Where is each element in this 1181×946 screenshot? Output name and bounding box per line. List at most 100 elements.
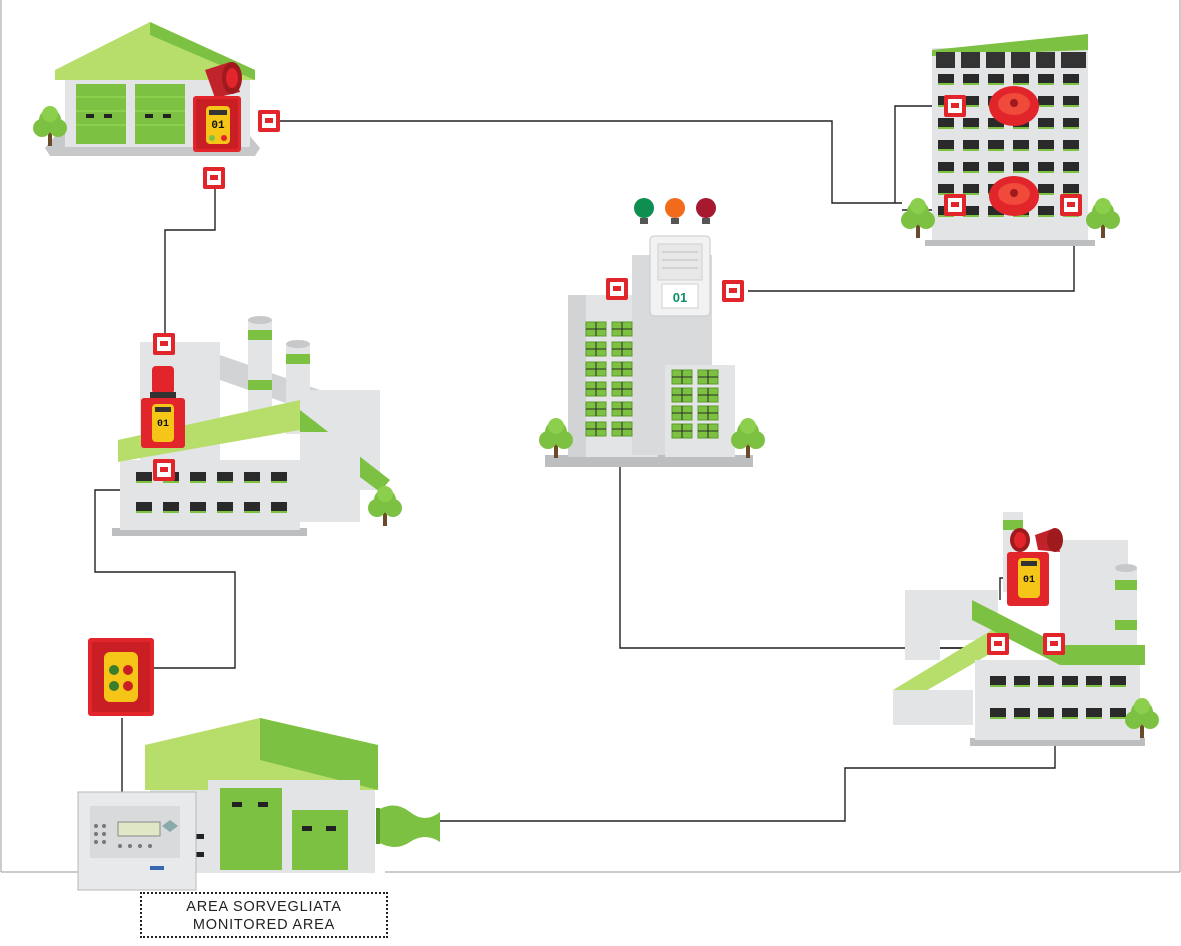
window — [671, 369, 693, 385]
window — [1062, 676, 1078, 687]
call-point-icon — [1043, 633, 1065, 655]
window — [697, 423, 719, 439]
office-building-center — [539, 255, 765, 467]
window — [938, 74, 954, 85]
window — [585, 321, 607, 337]
window — [1063, 96, 1079, 107]
window — [136, 502, 152, 513]
window — [1110, 708, 1126, 719]
window — [990, 708, 1006, 719]
beacon-icon — [634, 198, 716, 224]
window — [1038, 708, 1054, 719]
window — [938, 184, 954, 195]
panel-label: 01 — [1023, 575, 1035, 586]
panel-label: 01 — [673, 290, 687, 305]
window — [988, 140, 1004, 151]
monitored-area-legend: AREA SORVEGLIATA MONITORED AREA — [140, 892, 388, 938]
window — [1086, 676, 1102, 687]
panel-label: 01 — [157, 419, 169, 430]
call-point-icon — [722, 280, 744, 302]
window — [1038, 184, 1054, 195]
control-panel-icon — [77, 791, 197, 891]
window — [244, 502, 260, 513]
window — [938, 162, 954, 173]
window — [671, 405, 693, 421]
window — [1063, 184, 1079, 195]
bell-icon — [989, 176, 1039, 216]
flag-icon — [376, 805, 440, 847]
remote-station-box — [88, 638, 154, 716]
legend-line-italian: AREA SORVEGLIATA — [186, 899, 342, 915]
siren-icon — [205, 62, 242, 98]
window — [163, 502, 179, 513]
window — [271, 502, 287, 513]
siren-icon — [1010, 528, 1063, 552]
call-point-icon — [203, 167, 225, 189]
window — [697, 369, 719, 385]
window — [585, 401, 607, 417]
window — [1014, 676, 1030, 687]
window — [585, 341, 607, 357]
call-point-icon — [987, 633, 1009, 655]
call-point-icon — [1060, 194, 1082, 216]
tree-icon — [539, 418, 573, 458]
call-point-icon — [606, 278, 628, 300]
window — [1013, 74, 1029, 85]
window — [697, 405, 719, 421]
window — [585, 381, 607, 397]
tree-icon — [901, 198, 935, 238]
call-point-icon — [258, 110, 280, 132]
window — [963, 74, 979, 85]
window — [963, 184, 979, 195]
legend-line-english: MONITORED AREA — [192, 917, 336, 933]
window — [611, 381, 633, 397]
call-point-icon — [153, 333, 175, 355]
window — [611, 421, 633, 437]
call-point-icon — [944, 194, 966, 216]
window — [611, 321, 633, 337]
window — [1063, 74, 1079, 85]
alarm-panel-center: 01 — [649, 235, 711, 317]
tree-icon — [368, 486, 402, 526]
window — [963, 118, 979, 129]
window — [1013, 162, 1029, 173]
window — [1038, 96, 1054, 107]
window — [1038, 140, 1054, 151]
window — [217, 502, 233, 513]
window — [671, 423, 693, 439]
window — [611, 341, 633, 357]
window — [938, 118, 954, 129]
frame-border — [0, 0, 1181, 873]
window — [1014, 708, 1030, 719]
window — [697, 387, 719, 403]
window — [1038, 118, 1054, 129]
window — [1062, 708, 1078, 719]
window — [1038, 74, 1054, 85]
window — [988, 162, 1004, 173]
window — [1038, 676, 1054, 687]
window — [1086, 708, 1102, 719]
factory-right — [893, 512, 1159, 746]
window — [938, 140, 954, 151]
window — [136, 472, 152, 483]
call-point-icon — [153, 459, 175, 481]
window — [671, 387, 693, 403]
window — [611, 401, 633, 417]
tree-icon — [731, 418, 765, 458]
panel-label: 01 — [211, 120, 225, 132]
window — [271, 472, 287, 483]
window — [585, 421, 607, 437]
window — [1110, 676, 1126, 687]
window — [611, 361, 633, 377]
window — [1063, 118, 1079, 129]
window — [190, 502, 206, 513]
window — [963, 162, 979, 173]
alarm-panel-factory: 01 — [141, 398, 185, 448]
alarm-panel-right-factory: 01 — [1007, 552, 1049, 606]
beacon-icon — [150, 366, 176, 398]
window — [585, 361, 607, 377]
window — [1038, 206, 1054, 217]
bell-icon — [989, 86, 1039, 126]
